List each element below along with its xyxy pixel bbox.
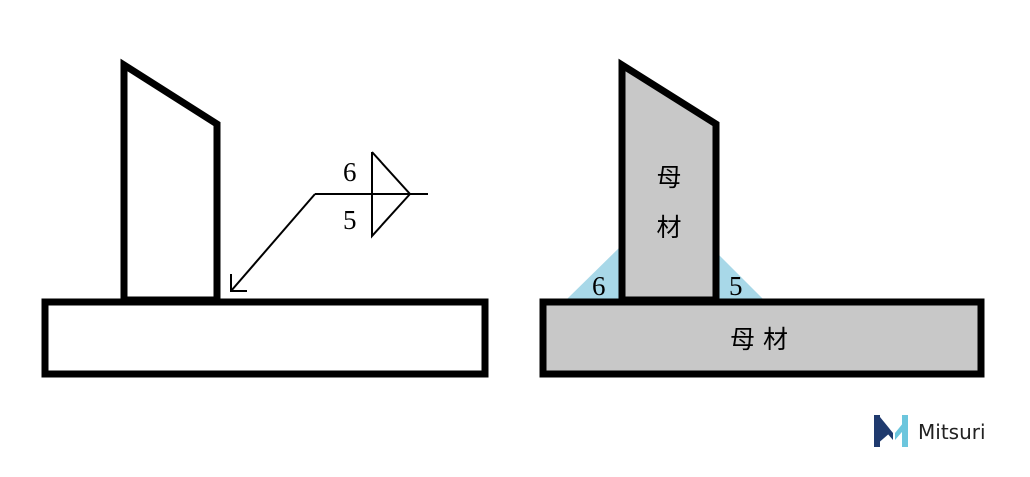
m-logo-icon bbox=[874, 415, 908, 447]
arrow-side-size-label: 5 bbox=[343, 205, 357, 235]
right-base-plate bbox=[539, 298, 985, 378]
arrow-side-fillet-symbol bbox=[371, 193, 411, 239]
vertical-plate-label-top: 母 bbox=[656, 163, 681, 192]
left-vertical-plate bbox=[120, 58, 221, 304]
right-fillet-weld bbox=[716, 252, 764, 300]
other-side-size-label: 6 bbox=[343, 157, 357, 187]
left-fillet-size-label: 6 bbox=[592, 271, 606, 301]
left-panel: 6 5 bbox=[41, 58, 489, 378]
other-side-fillet-symbol bbox=[371, 151, 413, 195]
right-panel: 母 材 母 材 6 5 bbox=[539, 58, 985, 378]
arrow-head bbox=[230, 274, 247, 292]
arrow-leader-line bbox=[230, 193, 316, 292]
brand-name: Mitsuri bbox=[918, 420, 986, 444]
vertical-plate-label-bottom: 材 bbox=[656, 213, 681, 242]
left-fillet-weld bbox=[566, 245, 622, 300]
left-base-plate bbox=[41, 298, 489, 378]
brand-logo: Mitsuri bbox=[874, 415, 986, 447]
weld-symbol bbox=[230, 151, 428, 292]
base-plate-label: 母 材 bbox=[730, 325, 788, 354]
right-fillet-size-label: 5 bbox=[729, 271, 743, 301]
